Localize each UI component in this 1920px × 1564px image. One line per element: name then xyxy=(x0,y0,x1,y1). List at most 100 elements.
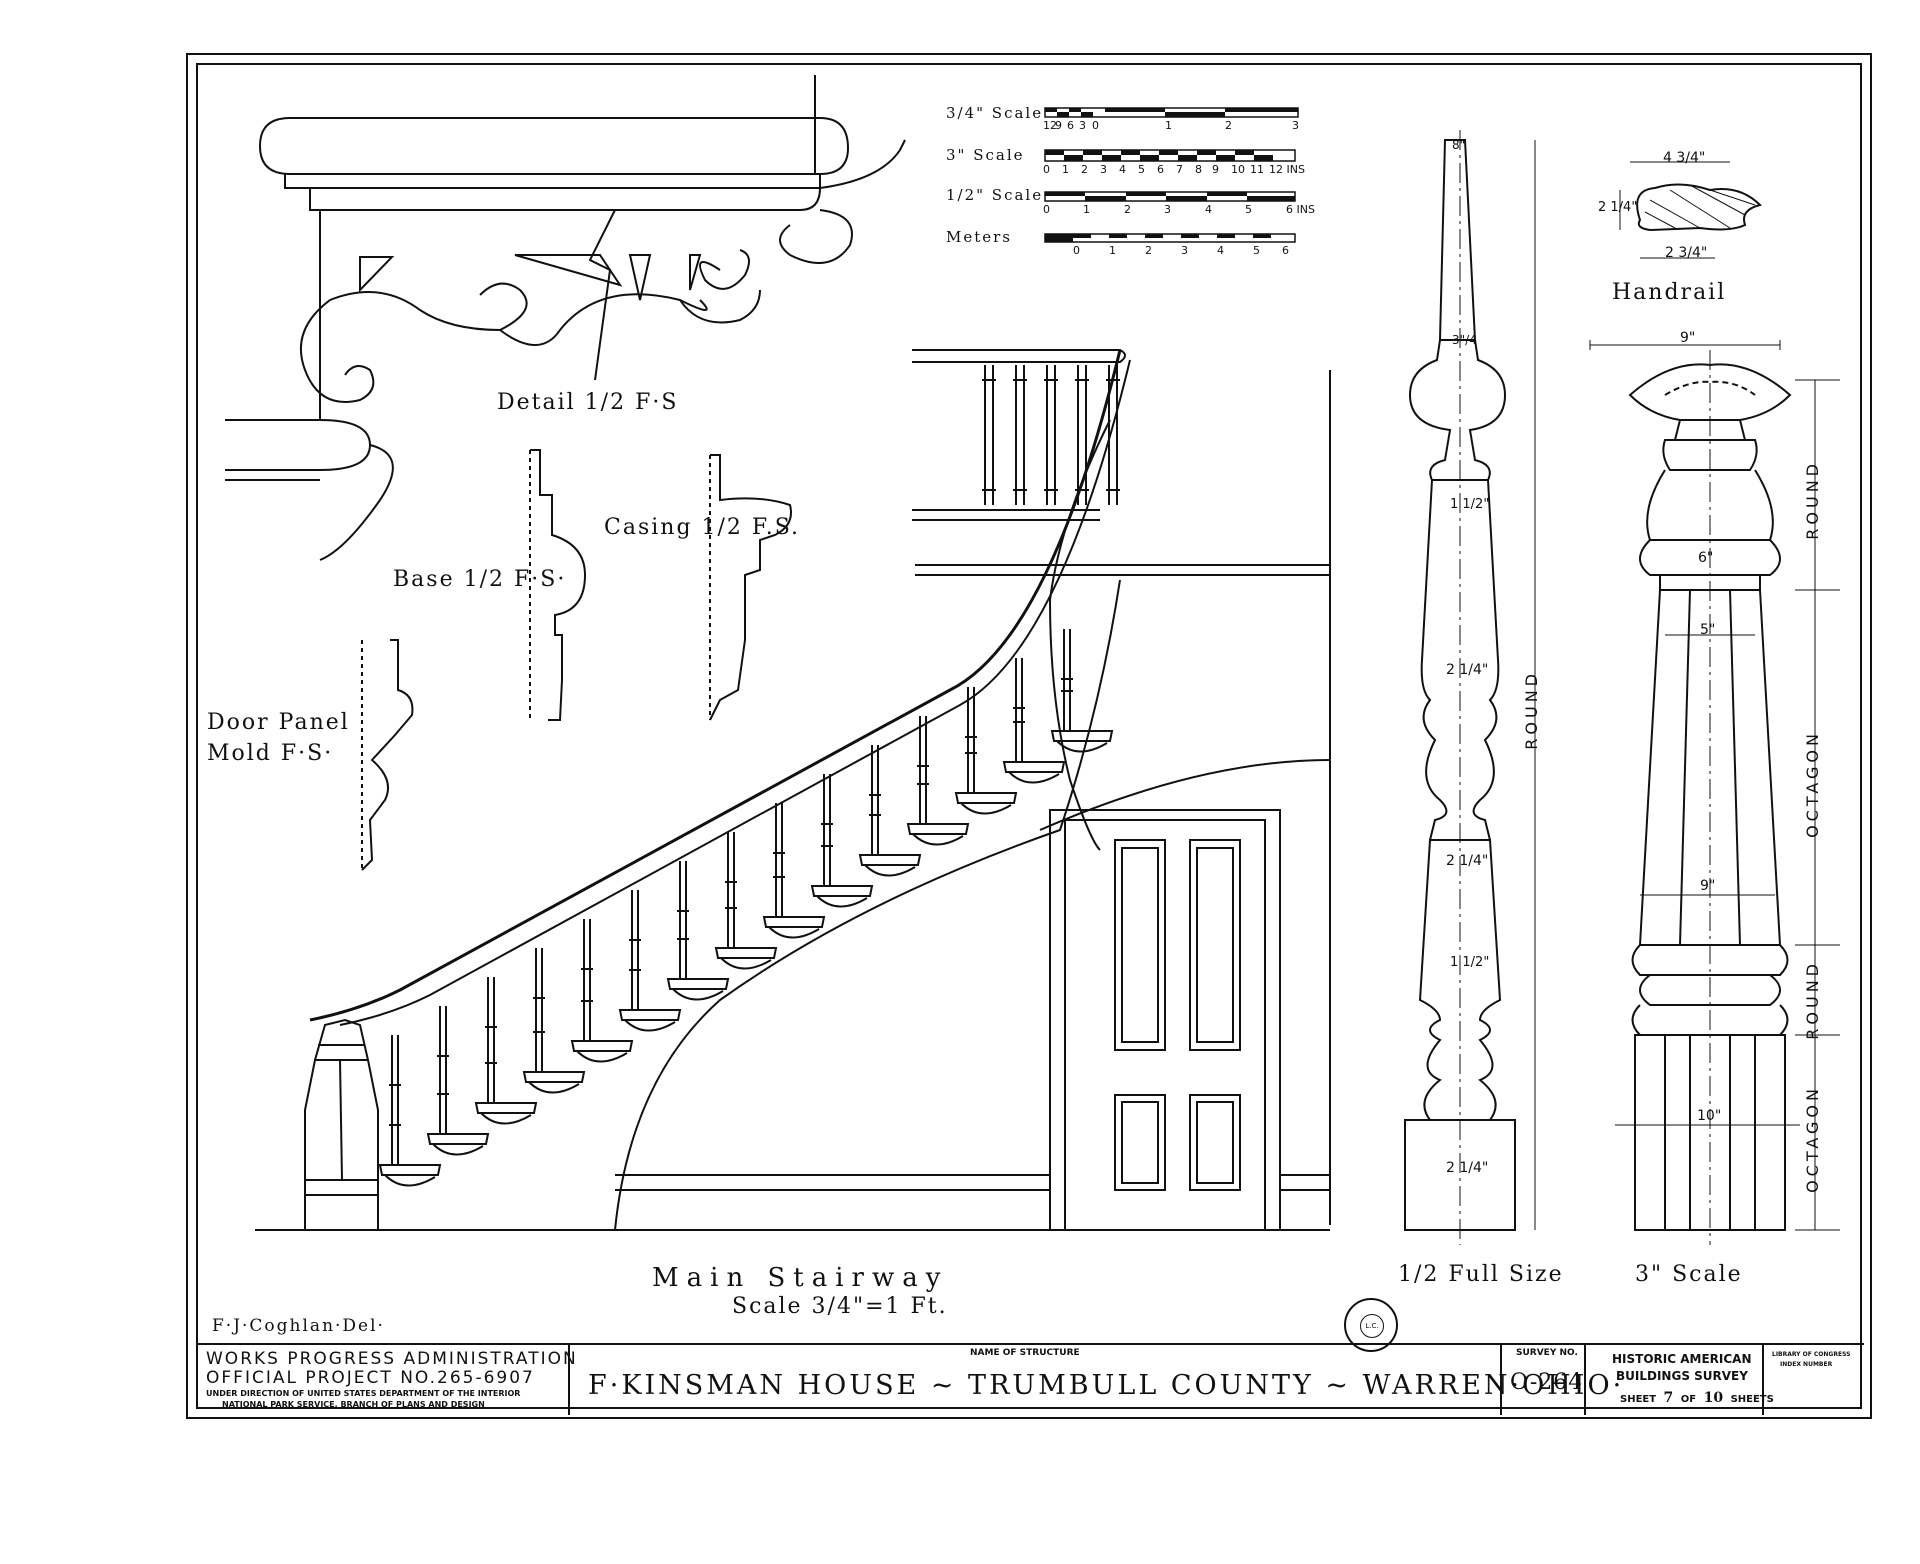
stair-tread xyxy=(618,1009,682,1032)
agency-line3: UNDER DIRECTION OF UNITED STATES DEPARTM… xyxy=(206,1389,521,1398)
scale-tick-label: 3 xyxy=(1181,244,1188,257)
scale-bar-fills xyxy=(1045,108,1298,242)
newel-half-dim-6: 1 1/2" xyxy=(1450,955,1490,970)
stair-baluster xyxy=(437,1006,449,1134)
newel-post-dim-cap: 9" xyxy=(1680,330,1696,346)
stair-treads xyxy=(378,730,1114,1187)
scale-tick-label: 6 xyxy=(1157,163,1164,176)
sheet-number: 7 xyxy=(1663,1390,1674,1406)
stair-baluster xyxy=(1013,658,1025,762)
stair-tread xyxy=(570,1040,634,1063)
scale-tick-label: 1 xyxy=(1109,244,1116,257)
structure-name: F·KINSMAN HOUSE ~ TRUMBULL COUNTY ~ WARR… xyxy=(588,1370,1625,1401)
draftsman-signature: F·J·Coghlan·Del· xyxy=(212,1316,385,1336)
scale-tick-label: 9 xyxy=(1055,119,1062,132)
stair-tread xyxy=(954,792,1018,815)
scale-tick-label: 7 xyxy=(1176,163,1183,176)
stair-tread xyxy=(426,1133,490,1156)
newel-half-dim-1: 8" xyxy=(1452,138,1466,152)
scale-tick-label: 3 xyxy=(1292,119,1299,132)
scale-tick-label: 5 xyxy=(1245,203,1252,216)
stair-tread xyxy=(666,978,730,1001)
handrail-label: Handrail xyxy=(1612,280,1727,305)
agency-cell: WORKS PROGRESS ADMINISTRATION OFFICIAL P… xyxy=(196,1345,576,1415)
agency-line2: OFFICIAL PROJECT NO.265-6907 xyxy=(206,1368,535,1388)
newel-half-dim-3: 1 1/2" xyxy=(1450,497,1490,512)
habs-line2: BUILDINGS SURVEY xyxy=(1616,1369,1748,1383)
landing-baluster xyxy=(1013,365,1027,505)
main-stairway xyxy=(255,349,1331,1231)
stair-tread xyxy=(378,1164,442,1187)
sheet-number-line: SHEET 7 OF 10 SHEETS xyxy=(1620,1390,1774,1406)
newel-post-3in xyxy=(1589,340,1840,1245)
casing-profile xyxy=(709,454,792,721)
seal-center: L.C. xyxy=(1360,1314,1384,1338)
stair-tread xyxy=(714,947,778,970)
newel-post-caption: 3" Scale xyxy=(1635,1262,1743,1287)
stair-baluster xyxy=(581,919,593,1041)
scale-tick-label: 9 xyxy=(1212,163,1219,176)
door-panel-label-line2: Mold F·S· xyxy=(207,741,334,766)
stair-baluster xyxy=(629,890,641,1010)
scale-tick-label: 12 INS xyxy=(1269,163,1305,176)
scale-tick-label: 2 xyxy=(1124,203,1131,216)
scale-tick-label: 2 xyxy=(1225,119,1232,132)
landing-baluster xyxy=(1075,365,1089,505)
scale-label-three-inch: 3" Scale xyxy=(946,146,1025,164)
scale-tick-label: 6 INS xyxy=(1286,203,1315,216)
scale-label-half-inch: 1/2" Scale xyxy=(946,186,1044,204)
scale-tick-label: 3 xyxy=(1079,119,1086,132)
scale-tick-label: 1 xyxy=(1165,119,1172,132)
newel-post-side-label-2: OCTAGON xyxy=(1803,730,1822,838)
scale-tick-label: 0 xyxy=(1043,203,1050,216)
stair-baluster xyxy=(869,745,881,855)
stair-baluster xyxy=(389,1035,401,1165)
base-profile xyxy=(529,449,587,721)
stair-tread xyxy=(474,1102,538,1125)
stair-baluster xyxy=(821,774,833,886)
casing-label: Casing 1/2 F.S. xyxy=(604,515,801,540)
newel-half-dim-2: 3"/4 xyxy=(1452,333,1477,347)
structure-name-cell: NAME OF STRUCTURE F·KINSMAN HOUSE ~ TRUM… xyxy=(568,1345,1621,1415)
newel-half-dim-7: 2 1/4" xyxy=(1446,1160,1489,1176)
library-of-congress-seal: L.C. xyxy=(1344,1298,1398,1352)
sheets-word: SHEETS xyxy=(1730,1394,1774,1405)
scale-tick-label: 5 xyxy=(1138,163,1145,176)
scale-label-three-quarter: 3/4" Scale xyxy=(946,104,1044,122)
stair-baluster xyxy=(1061,629,1073,731)
survey-header: SURVEY NO. xyxy=(1516,1348,1578,1358)
newel-post-side-label-3: ROUND xyxy=(1803,960,1822,1040)
scale-tick-label: 8 xyxy=(1195,163,1202,176)
sheet-total: 10 xyxy=(1703,1390,1724,1406)
scale-tick-label: 2 xyxy=(1145,244,1152,257)
agency-line1: WORKS PROGRESS ADMINISTRATION xyxy=(206,1349,578,1369)
newel-half-dim-5: 2 1/4" xyxy=(1446,853,1489,869)
stair-tread xyxy=(1002,761,1066,784)
scale-tick-label: 11 xyxy=(1250,163,1264,176)
stairway-scale: Scale 3/4"=1 Ft. xyxy=(732,1294,948,1319)
newel-post-side-label-4: OCTAGON xyxy=(1803,1085,1822,1193)
handrail-dim-base: 2 3/4" xyxy=(1665,245,1708,261)
stair-tread xyxy=(762,916,826,939)
sheet-border xyxy=(196,63,1862,1409)
sheet-of: OF xyxy=(1680,1394,1697,1405)
door-panel-mold-profile xyxy=(361,639,414,871)
newel-post-dim-shaft-top: 5" xyxy=(1700,622,1716,638)
title-block: WORKS PROGRESS ADMINISTRATION OFFICIAL P… xyxy=(196,1343,1864,1415)
stair-tread xyxy=(1050,730,1114,753)
stair-baluster xyxy=(917,716,929,824)
scale-tick-label: 0 xyxy=(1073,244,1080,257)
newel-half-caption: 1/2 Full Size xyxy=(1398,1262,1564,1287)
scale-label-meters: Meters xyxy=(946,228,1013,246)
stair-balusters xyxy=(389,365,1120,1165)
habs-cell: HISTORIC AMERICAN BUILDINGS SURVEY SHEET… xyxy=(1584,1345,1774,1415)
scale-tick-label: 2 xyxy=(1081,163,1088,176)
scale-tick-label: 6 xyxy=(1067,119,1074,132)
newel-post-dim-shaft-bottom: 9" xyxy=(1700,878,1716,894)
detail-label: Detail 1/2 F·S xyxy=(497,390,679,415)
landing-baluster xyxy=(982,365,996,505)
survey-cell: SURVEY NO. O-264 xyxy=(1500,1345,1584,1415)
newel-half-full-size xyxy=(1404,130,1536,1245)
newel-post-dim-base: 10" xyxy=(1697,1108,1722,1124)
newel-post-side-label-1: ROUND xyxy=(1803,460,1822,540)
